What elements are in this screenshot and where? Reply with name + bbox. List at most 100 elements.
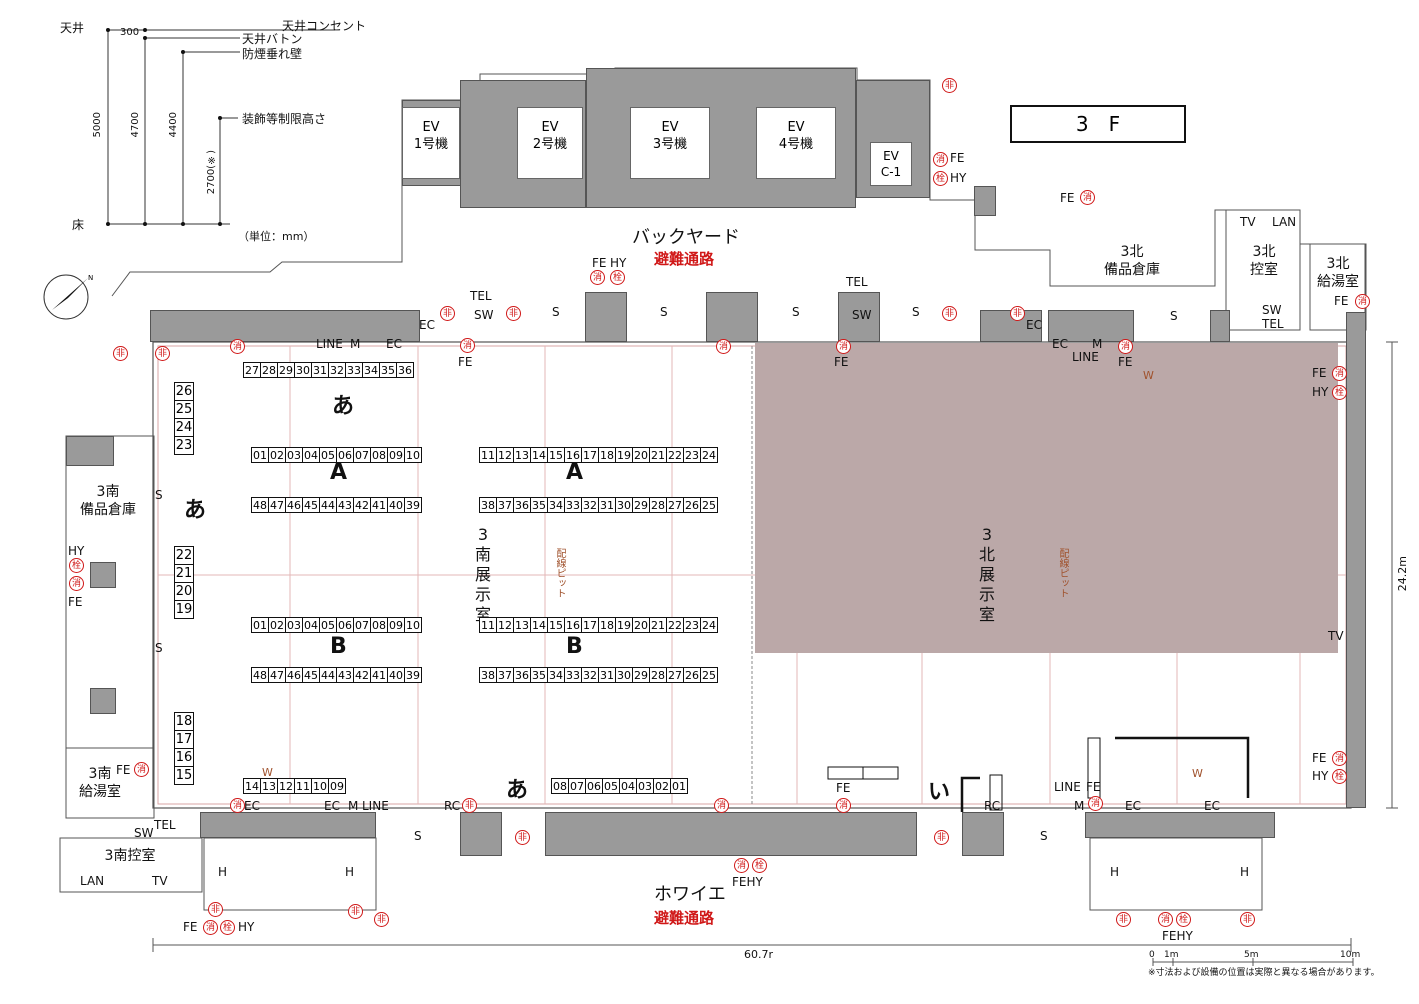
- booth[interactable]: 22: [666, 617, 684, 633]
- booth[interactable]: 07: [568, 778, 586, 794]
- booth[interactable]: 35: [379, 362, 397, 378]
- booth[interactable]: 46: [285, 497, 303, 513]
- booth[interactable]: 20: [174, 582, 194, 601]
- booth[interactable]: 16: [564, 617, 582, 633]
- booth[interactable]: 30: [615, 497, 633, 513]
- booth[interactable]: 22: [666, 447, 684, 463]
- booth[interactable]: 34: [547, 667, 565, 683]
- booth[interactable]: 18: [598, 447, 616, 463]
- booth[interactable]: 37: [496, 497, 514, 513]
- booth[interactable]: 33: [564, 667, 582, 683]
- booth[interactable]: 43: [336, 497, 354, 513]
- booth[interactable]: 12: [496, 447, 514, 463]
- booth[interactable]: 27: [243, 362, 261, 378]
- booth[interactable]: 34: [547, 497, 565, 513]
- booth[interactable]: 03: [285, 617, 303, 633]
- booth[interactable]: 40: [387, 497, 405, 513]
- booth[interactable]: 13: [513, 447, 531, 463]
- booth[interactable]: 30: [615, 667, 633, 683]
- booth[interactable]: 23: [174, 436, 194, 455]
- booth[interactable]: 02: [268, 617, 286, 633]
- booth[interactable]: 45: [302, 667, 320, 683]
- booth[interactable]: 12: [496, 617, 514, 633]
- booth[interactable]: 36: [513, 497, 531, 513]
- booth[interactable]: 32: [581, 667, 599, 683]
- booth[interactable]: 28: [260, 362, 278, 378]
- booth[interactable]: 08: [370, 447, 388, 463]
- booth[interactable]: 01: [251, 447, 269, 463]
- booth[interactable]: 15: [174, 766, 194, 785]
- booth[interactable]: 45: [302, 497, 320, 513]
- booth[interactable]: 15: [547, 617, 565, 633]
- booth[interactable]: 33: [345, 362, 363, 378]
- booth[interactable]: 35: [530, 667, 548, 683]
- booth[interactable]: 10: [404, 447, 422, 463]
- booth[interactable]: 24: [174, 418, 194, 437]
- booth[interactable]: 32: [581, 497, 599, 513]
- booth[interactable]: 47: [268, 667, 286, 683]
- booth[interactable]: 10: [311, 778, 329, 794]
- booth[interactable]: 18: [174, 712, 194, 731]
- booth[interactable]: 46: [285, 667, 303, 683]
- booth[interactable]: 02: [268, 447, 286, 463]
- booth[interactable]: 29: [632, 667, 650, 683]
- booth[interactable]: 31: [598, 667, 616, 683]
- booth[interactable]: 13: [513, 617, 531, 633]
- booth[interactable]: 23: [683, 447, 701, 463]
- booth[interactable]: 21: [649, 617, 667, 633]
- booth[interactable]: 26: [683, 667, 701, 683]
- booth[interactable]: 22: [174, 546, 194, 565]
- booth[interactable]: 27: [666, 667, 684, 683]
- booth[interactable]: 21: [174, 564, 194, 583]
- booth[interactable]: 27: [666, 497, 684, 513]
- booth[interactable]: 16: [174, 748, 194, 767]
- booth[interactable]: 31: [311, 362, 329, 378]
- booth[interactable]: 03: [636, 778, 654, 794]
- booth[interactable]: 09: [387, 447, 405, 463]
- booth[interactable]: 09: [387, 617, 405, 633]
- booth[interactable]: 44: [319, 497, 337, 513]
- booth[interactable]: 21: [649, 447, 667, 463]
- booth[interactable]: 08: [370, 617, 388, 633]
- booth[interactable]: 40: [387, 667, 405, 683]
- booth[interactable]: 09: [328, 778, 346, 794]
- booth[interactable]: 17: [174, 730, 194, 749]
- booth[interactable]: 05: [319, 617, 337, 633]
- booth[interactable]: 15: [547, 447, 565, 463]
- booth[interactable]: 38: [479, 667, 497, 683]
- booth[interactable]: 32: [328, 362, 346, 378]
- booth[interactable]: 26: [683, 497, 701, 513]
- booth[interactable]: 13: [260, 778, 278, 794]
- booth[interactable]: 04: [302, 447, 320, 463]
- booth[interactable]: 42: [353, 497, 371, 513]
- booth[interactable]: 11: [479, 617, 497, 633]
- booth[interactable]: 25: [700, 497, 718, 513]
- booth[interactable]: 28: [649, 497, 667, 513]
- booth[interactable]: 47: [268, 497, 286, 513]
- booth[interactable]: 48: [251, 667, 269, 683]
- booth[interactable]: 04: [302, 617, 320, 633]
- booth[interactable]: 01: [251, 617, 269, 633]
- booth[interactable]: 28: [649, 667, 667, 683]
- booth[interactable]: 19: [615, 447, 633, 463]
- booth[interactable]: 34: [362, 362, 380, 378]
- booth[interactable]: 38: [479, 497, 497, 513]
- booth[interactable]: 36: [513, 667, 531, 683]
- booth[interactable]: 48: [251, 497, 269, 513]
- booth[interactable]: 44: [319, 667, 337, 683]
- booth[interactable]: 12: [277, 778, 295, 794]
- booth[interactable]: 06: [336, 447, 354, 463]
- booth[interactable]: 39: [404, 497, 422, 513]
- booth[interactable]: 25: [700, 667, 718, 683]
- booth[interactable]: 17: [581, 617, 599, 633]
- booth[interactable]: 11: [294, 778, 312, 794]
- booth[interactable]: 02: [653, 778, 671, 794]
- booth[interactable]: 20: [632, 447, 650, 463]
- booth[interactable]: 14: [530, 447, 548, 463]
- booth[interactable]: 07: [353, 447, 371, 463]
- booth[interactable]: 05: [602, 778, 620, 794]
- booth[interactable]: 37: [496, 667, 514, 683]
- booth[interactable]: 43: [336, 667, 354, 683]
- booth[interactable]: 29: [632, 497, 650, 513]
- booth[interactable]: 14: [243, 778, 261, 794]
